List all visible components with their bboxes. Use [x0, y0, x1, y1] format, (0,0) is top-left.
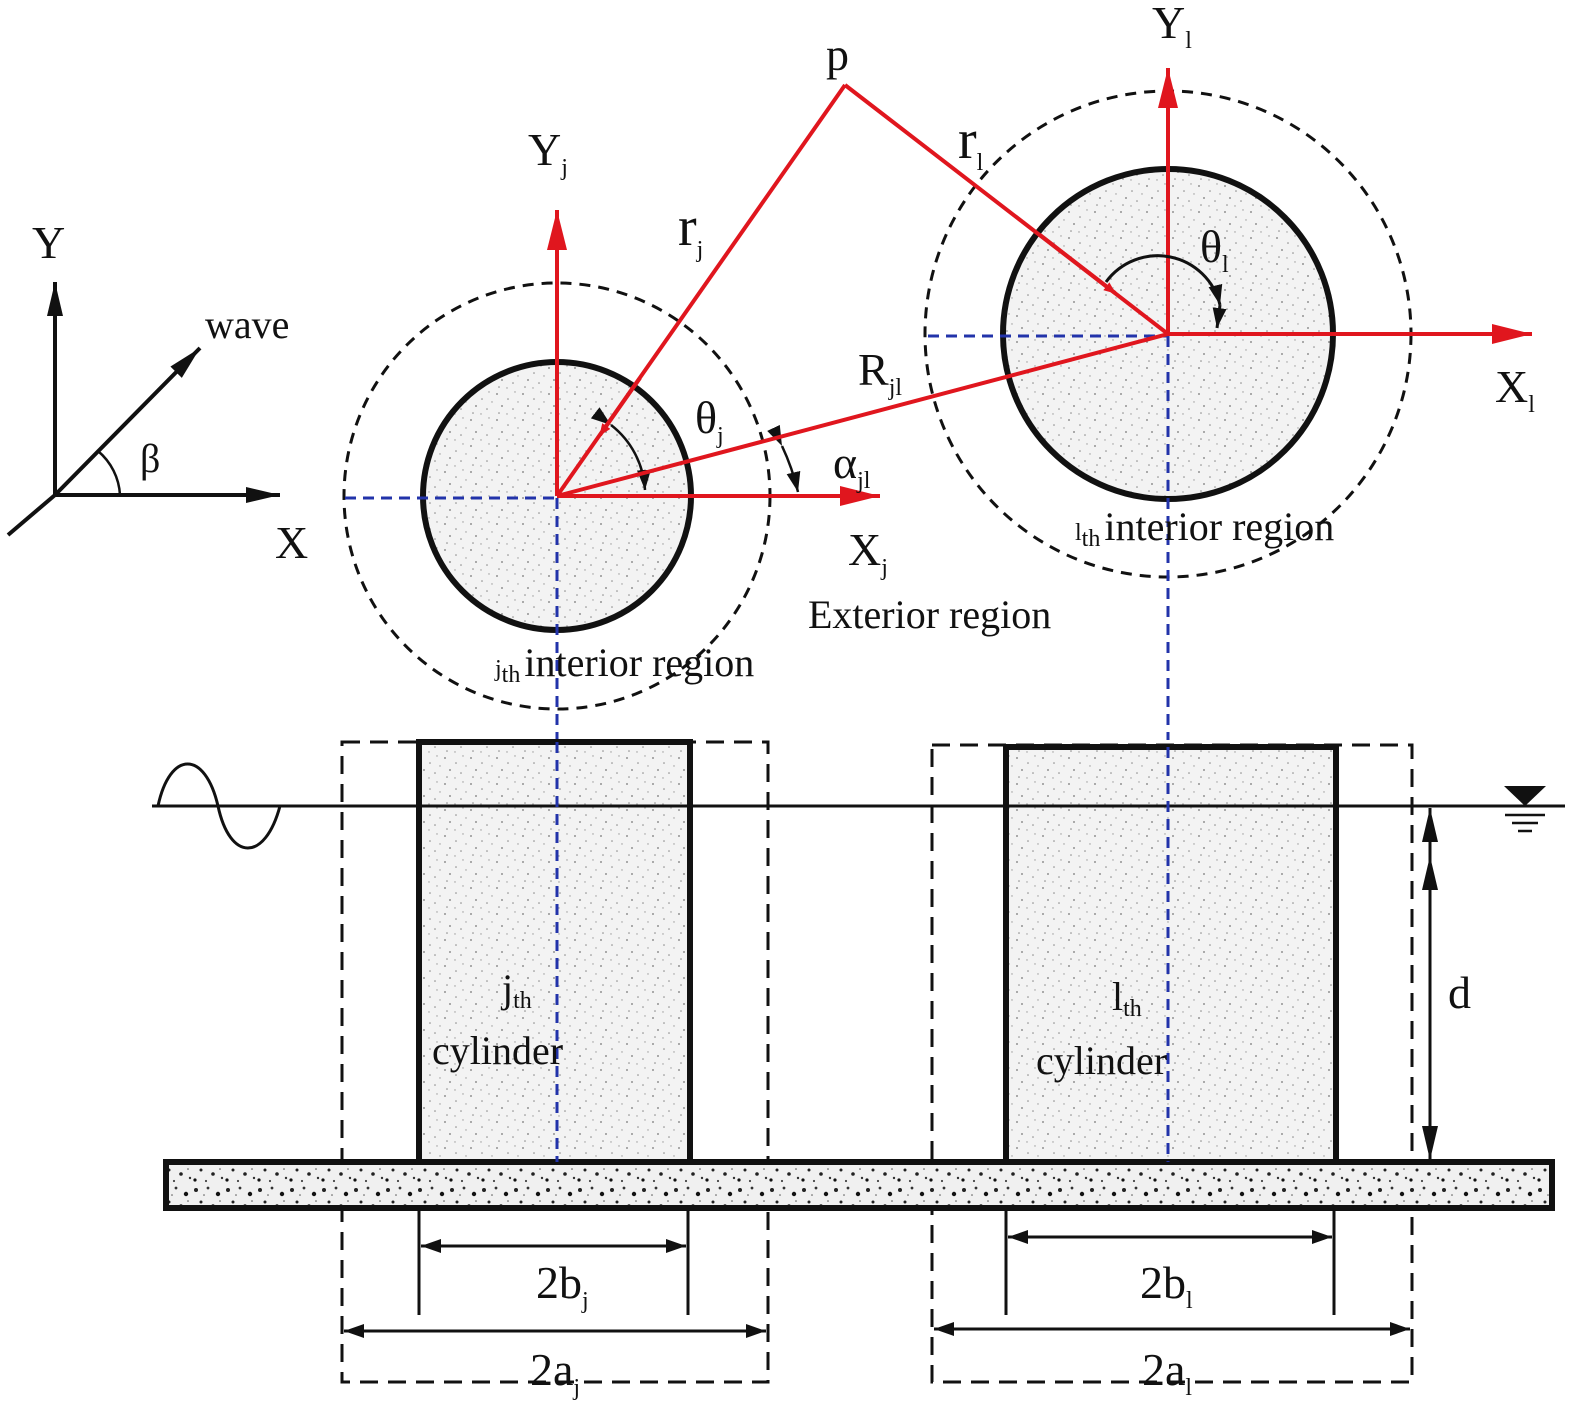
- alpha-jl-label: αjl: [833, 437, 871, 494]
- beta-label: β: [140, 436, 160, 481]
- r-j-label: rj: [678, 196, 703, 263]
- l-cylinder-label-text: cylinder: [1036, 1038, 1167, 1083]
- point-p-label: p: [826, 29, 849, 80]
- global-diagonal-axis: [6, 493, 57, 537]
- beta-angle-arc: [97, 450, 122, 496]
- theta-l-arc-tail: [1212, 304, 1227, 329]
- j-cylinder-label-text: cylinder: [432, 1028, 563, 1073]
- exterior-region-label: Exterior region: [808, 592, 1051, 637]
- theta-l-arc: [1104, 254, 1223, 306]
- global-x-label: X: [275, 517, 308, 568]
- global-axes: Y X wave β: [6, 217, 308, 568]
- depth-label: d: [1448, 967, 1471, 1018]
- l-x-axis-label: Xl: [1495, 361, 1535, 418]
- incident-wave-symbol: [156, 762, 282, 850]
- r-l-label: rl: [958, 109, 984, 176]
- ray-r-l-arrow: [1038, 233, 1117, 295]
- j-cylinder-body: [416, 739, 693, 1165]
- j-y-axis-label: Yj: [528, 124, 568, 181]
- l-y-axis-label: Yl: [1152, 0, 1192, 54]
- ray-r-j-arrow: [598, 376, 642, 437]
- theta-l-label: θl: [1200, 221, 1229, 278]
- theta-j-label: θj: [695, 392, 724, 449]
- field-point-rays: p Rjl Exterior region: [555, 29, 1170, 637]
- j-b-dimension-label: 2bj: [536, 1257, 589, 1314]
- l-b-dimension-label: 2bl: [1140, 1257, 1193, 1314]
- l-cylinder-label-index: lth: [1112, 974, 1142, 1022]
- theta-j-arc: [590, 407, 651, 491]
- water-level-triangle-icon: [1504, 786, 1546, 806]
- j-cylinder-label-index: jth: [500, 966, 532, 1014]
- j-x-axis-label: Xj: [848, 524, 888, 581]
- wave-label: wave: [205, 302, 289, 347]
- j-a-dimension-label: 2aj: [530, 1344, 580, 1401]
- elevation-view: d jth cylinder lth cylinder 2bj 2aj 2bl …: [152, 739, 1565, 1401]
- wave-direction-arrow: [53, 346, 202, 497]
- distance-r-jl-line: [556, 332, 1169, 498]
- l-cylinder-body: [1003, 744, 1339, 1165]
- global-y-label: Y: [32, 217, 65, 268]
- distance-r-jl-label: Rjl: [858, 344, 902, 401]
- alpha-jl-arc: [767, 424, 801, 493]
- l-a-dimension-label: 2al: [1142, 1344, 1192, 1401]
- seabed: [163, 1159, 1555, 1211]
